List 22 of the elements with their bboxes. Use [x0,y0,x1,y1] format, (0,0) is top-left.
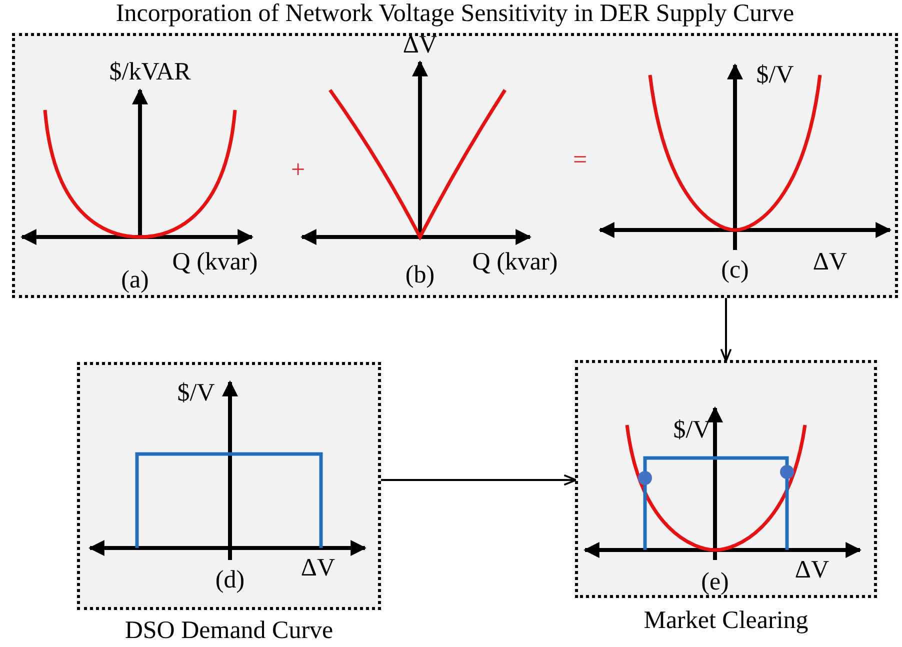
plot-caption: (a) [121,268,149,292]
panel-title: DSO Demand Curve [124,617,334,645]
plus-sign: + [290,158,306,182]
axis-label: $/V [673,418,711,442]
axis-label: ΔV [794,558,830,582]
axis-label: Q (kvar) [472,250,558,274]
axis-label: $/V [177,380,215,406]
axis-label: Q (kvar) [172,250,258,274]
axis-label: $/V [756,62,794,88]
plot-caption: (d) [215,568,245,592]
axis-label: $/kVAR [109,60,191,84]
panel-title: Market Clearing [644,607,808,635]
plot-caption: (e) [701,570,729,594]
axis-label: ΔV [300,556,336,580]
plot-caption: (b) [405,262,435,288]
axis-label: ΔV [402,32,438,58]
equals-sign: = [572,148,588,172]
plot-caption: (c) [721,258,749,282]
flow-arrow [381,474,578,486]
axis-label: ΔV [812,250,848,274]
panel-title: Incorporation of Network Voltage Sensitivity in DER Supply Curve [116,0,794,28]
flow-arrow [720,298,732,362]
